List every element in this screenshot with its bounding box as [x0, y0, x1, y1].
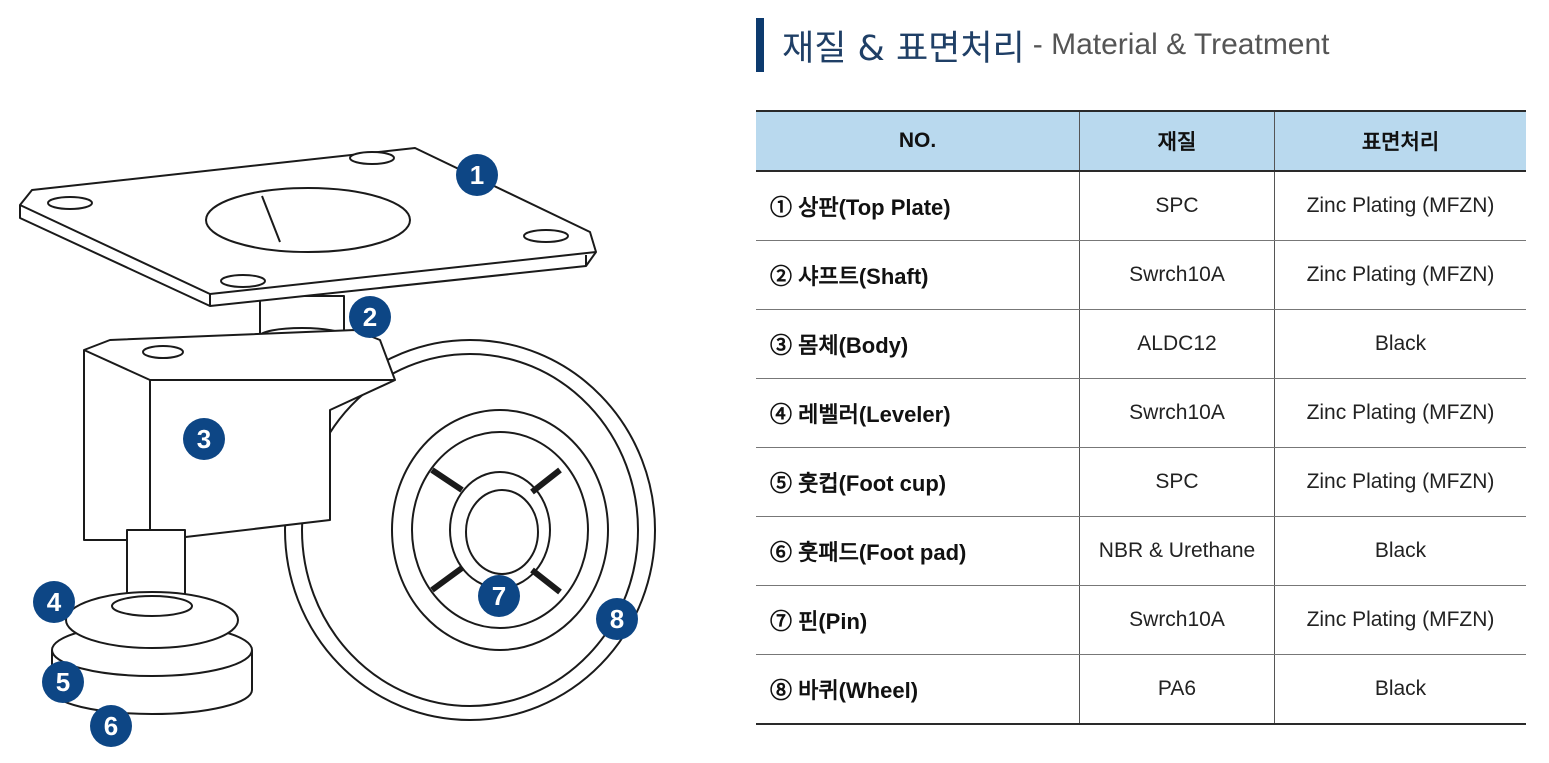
callout-5: 5 [42, 661, 84, 703]
part-material: Swrch10A [1079, 378, 1275, 448]
table-row: ③ 몸체(Body) ALDC12 Black [756, 309, 1526, 379]
part-treatment: Black [1274, 516, 1526, 586]
table-row: ⑧ 바퀴(Wheel) PA6 Black [756, 654, 1526, 725]
part-treatment: Zinc Plating (MFZN) [1274, 171, 1526, 241]
part-name: ⑥ 훗패드(Foot pad) [756, 516, 1080, 586]
part-material: SPC [1079, 447, 1275, 517]
part-name: ③ 몸체(Body) [756, 309, 1080, 379]
heading-english: - Material & Treatment [1032, 28, 1330, 61]
heading-accent-bar [756, 18, 764, 72]
part-material: Swrch10A [1079, 585, 1275, 655]
callout-2: 2 [349, 296, 391, 338]
header-material: 재질 [1079, 110, 1275, 172]
part-material: Swrch10A [1079, 240, 1275, 310]
table-row: ④ 레벨러(Leveler) Swrch10A Zinc Plating (MF… [756, 378, 1526, 448]
part-name: ⑦ 핀(Pin) [756, 585, 1080, 655]
material-table: NO. 재질 표면처리 ① 상판(Top Plate) SPC Zinc Pla… [756, 110, 1526, 725]
callout-3: 3 [183, 418, 225, 460]
table-row: ⑤ 훗컵(Foot cup) SPC Zinc Plating (MFZN) [756, 447, 1526, 517]
header-no: NO. [756, 110, 1080, 172]
part-treatment: Zinc Plating (MFZN) [1274, 585, 1526, 655]
part-name: ① 상판(Top Plate) [756, 171, 1080, 241]
part-material: ALDC12 [1079, 309, 1275, 379]
table-header-row: NO. 재질 표면처리 [756, 110, 1526, 172]
callout-1: 1 [456, 154, 498, 196]
heading-korean: 재질 & 표면처리 [782, 28, 1025, 69]
part-treatment: Zinc Plating (MFZN) [1274, 240, 1526, 310]
part-material: SPC [1079, 171, 1275, 241]
part-material: NBR & Urethane [1079, 516, 1275, 586]
part-treatment: Black [1274, 309, 1526, 379]
table-row: ① 상판(Top Plate) SPC Zinc Plating (MFZN) [756, 171, 1526, 241]
table-row: ⑥ 훗패드(Foot pad) NBR & Urethane Black [756, 516, 1526, 586]
header-treatment: 표면처리 [1274, 110, 1526, 172]
part-treatment: Zinc Plating (MFZN) [1274, 447, 1526, 517]
pin-drawing [465, 489, 539, 575]
part-name: ⑤ 훗컵(Foot cup) [756, 447, 1080, 517]
table-row: ⑦ 핀(Pin) Swrch10A Zinc Plating (MFZN) [756, 585, 1526, 655]
body-drawing [83, 329, 396, 541]
callout-6: 6 [90, 705, 132, 747]
part-material: PA6 [1079, 654, 1275, 725]
section-heading: 재질 & 표면처리 - Material & Treatment [756, 18, 1330, 72]
table-row: ② 샤프트(Shaft) Swrch10A Zinc Plating (MFZN… [756, 240, 1526, 310]
part-name: ④ 레벨러(Leveler) [756, 378, 1080, 448]
callout-4: 4 [33, 581, 75, 623]
leveler-stem-drawing [126, 529, 186, 603]
leveler-knob-drawing [65, 591, 239, 649]
callout-7: 7 [478, 575, 520, 617]
caster-exploded-drawing [19, 147, 656, 721]
part-treatment: Black [1274, 654, 1526, 725]
part-name: ② 샤프트(Shaft) [756, 240, 1080, 310]
part-name: ⑧ 바퀴(Wheel) [756, 654, 1080, 725]
part-treatment: Zinc Plating (MFZN) [1274, 378, 1526, 448]
callout-8: 8 [596, 598, 638, 640]
